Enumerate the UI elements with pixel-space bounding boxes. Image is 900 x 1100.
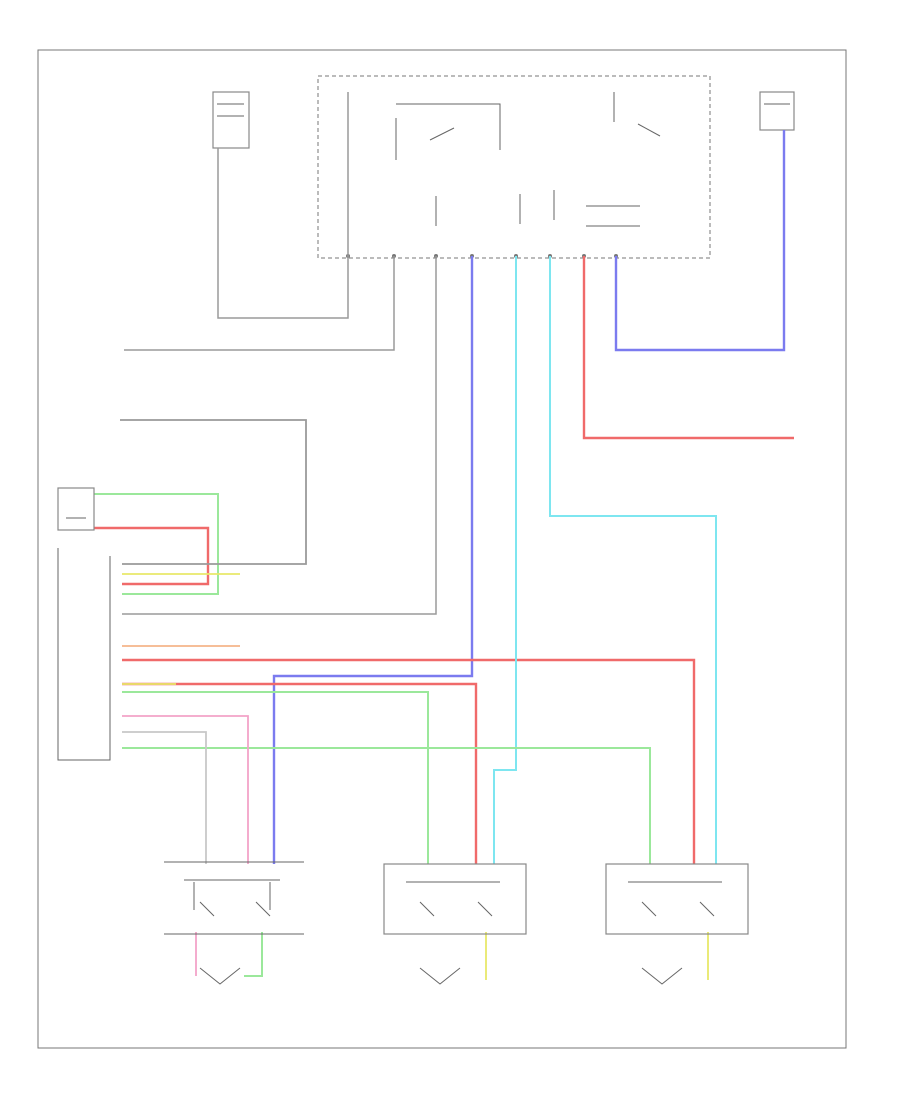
main-ecu-module bbox=[317, 75, 711, 259]
gray-wires-top bbox=[122, 92, 437, 615]
switch-assembly-middle bbox=[383, 863, 527, 985]
misc-wires bbox=[120, 419, 709, 980]
cyan-wires bbox=[493, 256, 717, 864]
left-control-module bbox=[57, 487, 111, 761]
switch-assembly-right bbox=[605, 863, 749, 985]
diagram-frame bbox=[37, 49, 847, 1049]
fuse-block-right bbox=[759, 91, 795, 131]
blue-wires bbox=[272, 130, 786, 864]
green-wires bbox=[94, 493, 651, 977]
switch-assembly-left bbox=[164, 861, 304, 985]
fuse-block-left bbox=[212, 91, 250, 149]
red-wires bbox=[94, 256, 794, 864]
